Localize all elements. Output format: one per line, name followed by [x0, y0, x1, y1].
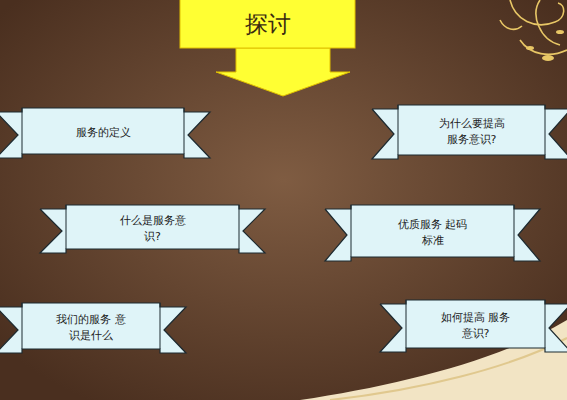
ribbon-banner: 什么是服务意识?: [40, 205, 265, 253]
ribbon-fold: [398, 105, 399, 155]
gold-swirl: [500, 0, 567, 54]
gold-leaves: [526, 30, 564, 61]
down-arrow: [216, 48, 350, 96]
title-box-fill: [180, 0, 355, 48]
ribbon-fold: [239, 205, 240, 249]
ribbon-fold: [160, 303, 161, 349]
ribbon-shape: [380, 300, 567, 352]
ribbon-shape: [325, 205, 540, 261]
ribbon-fold: [545, 105, 546, 155]
ribbon-outline: [0, 303, 186, 353]
ribbon-outline: [380, 300, 567, 352]
title-text: 探讨: [245, 12, 291, 37]
ribbon-fold: [514, 205, 515, 257]
ribbon-banner: 服务的定义: [0, 108, 210, 158]
ribbon-fold: [406, 300, 407, 348]
ribbon-outline: [0, 108, 210, 158]
ribbon-shape: [372, 105, 567, 159]
banner-text: 如何提高 服务意识?: [440, 310, 512, 343]
ribbon-fold: [22, 108, 23, 154]
ribbon-shape: [40, 205, 265, 253]
ribbon-shape: [0, 303, 186, 353]
banner-text: 为什么要提高 服务意识?: [436, 116, 508, 149]
ribbon-outline: [372, 105, 567, 159]
ribbon-banner: 为什么要提高 服务意识?: [372, 105, 567, 159]
ribbon-banner: 优质服务 起码标准: [325, 205, 540, 261]
title-box: 探讨: [180, 0, 355, 48]
banner-text: 我们的服务 意识是什么: [55, 312, 127, 345]
banner-text: 什么是服务意识?: [117, 213, 189, 246]
ribbon-outline: [325, 205, 540, 261]
ribbon-banner: 我们的服务 意识是什么: [0, 303, 186, 353]
ribbon-fold: [22, 303, 23, 349]
ribbon-fold: [545, 300, 546, 348]
ribbon-fold: [66, 205, 67, 249]
ribbon-outline: [40, 205, 265, 253]
ribbon-banner: 如何提高 服务意识?: [380, 300, 567, 352]
ribbon-fold: [184, 108, 185, 154]
ribbon-fold: [351, 205, 352, 257]
banner-text: 服务的定义: [76, 125, 131, 142]
banner-text: 优质服务 起码标准: [397, 217, 469, 250]
